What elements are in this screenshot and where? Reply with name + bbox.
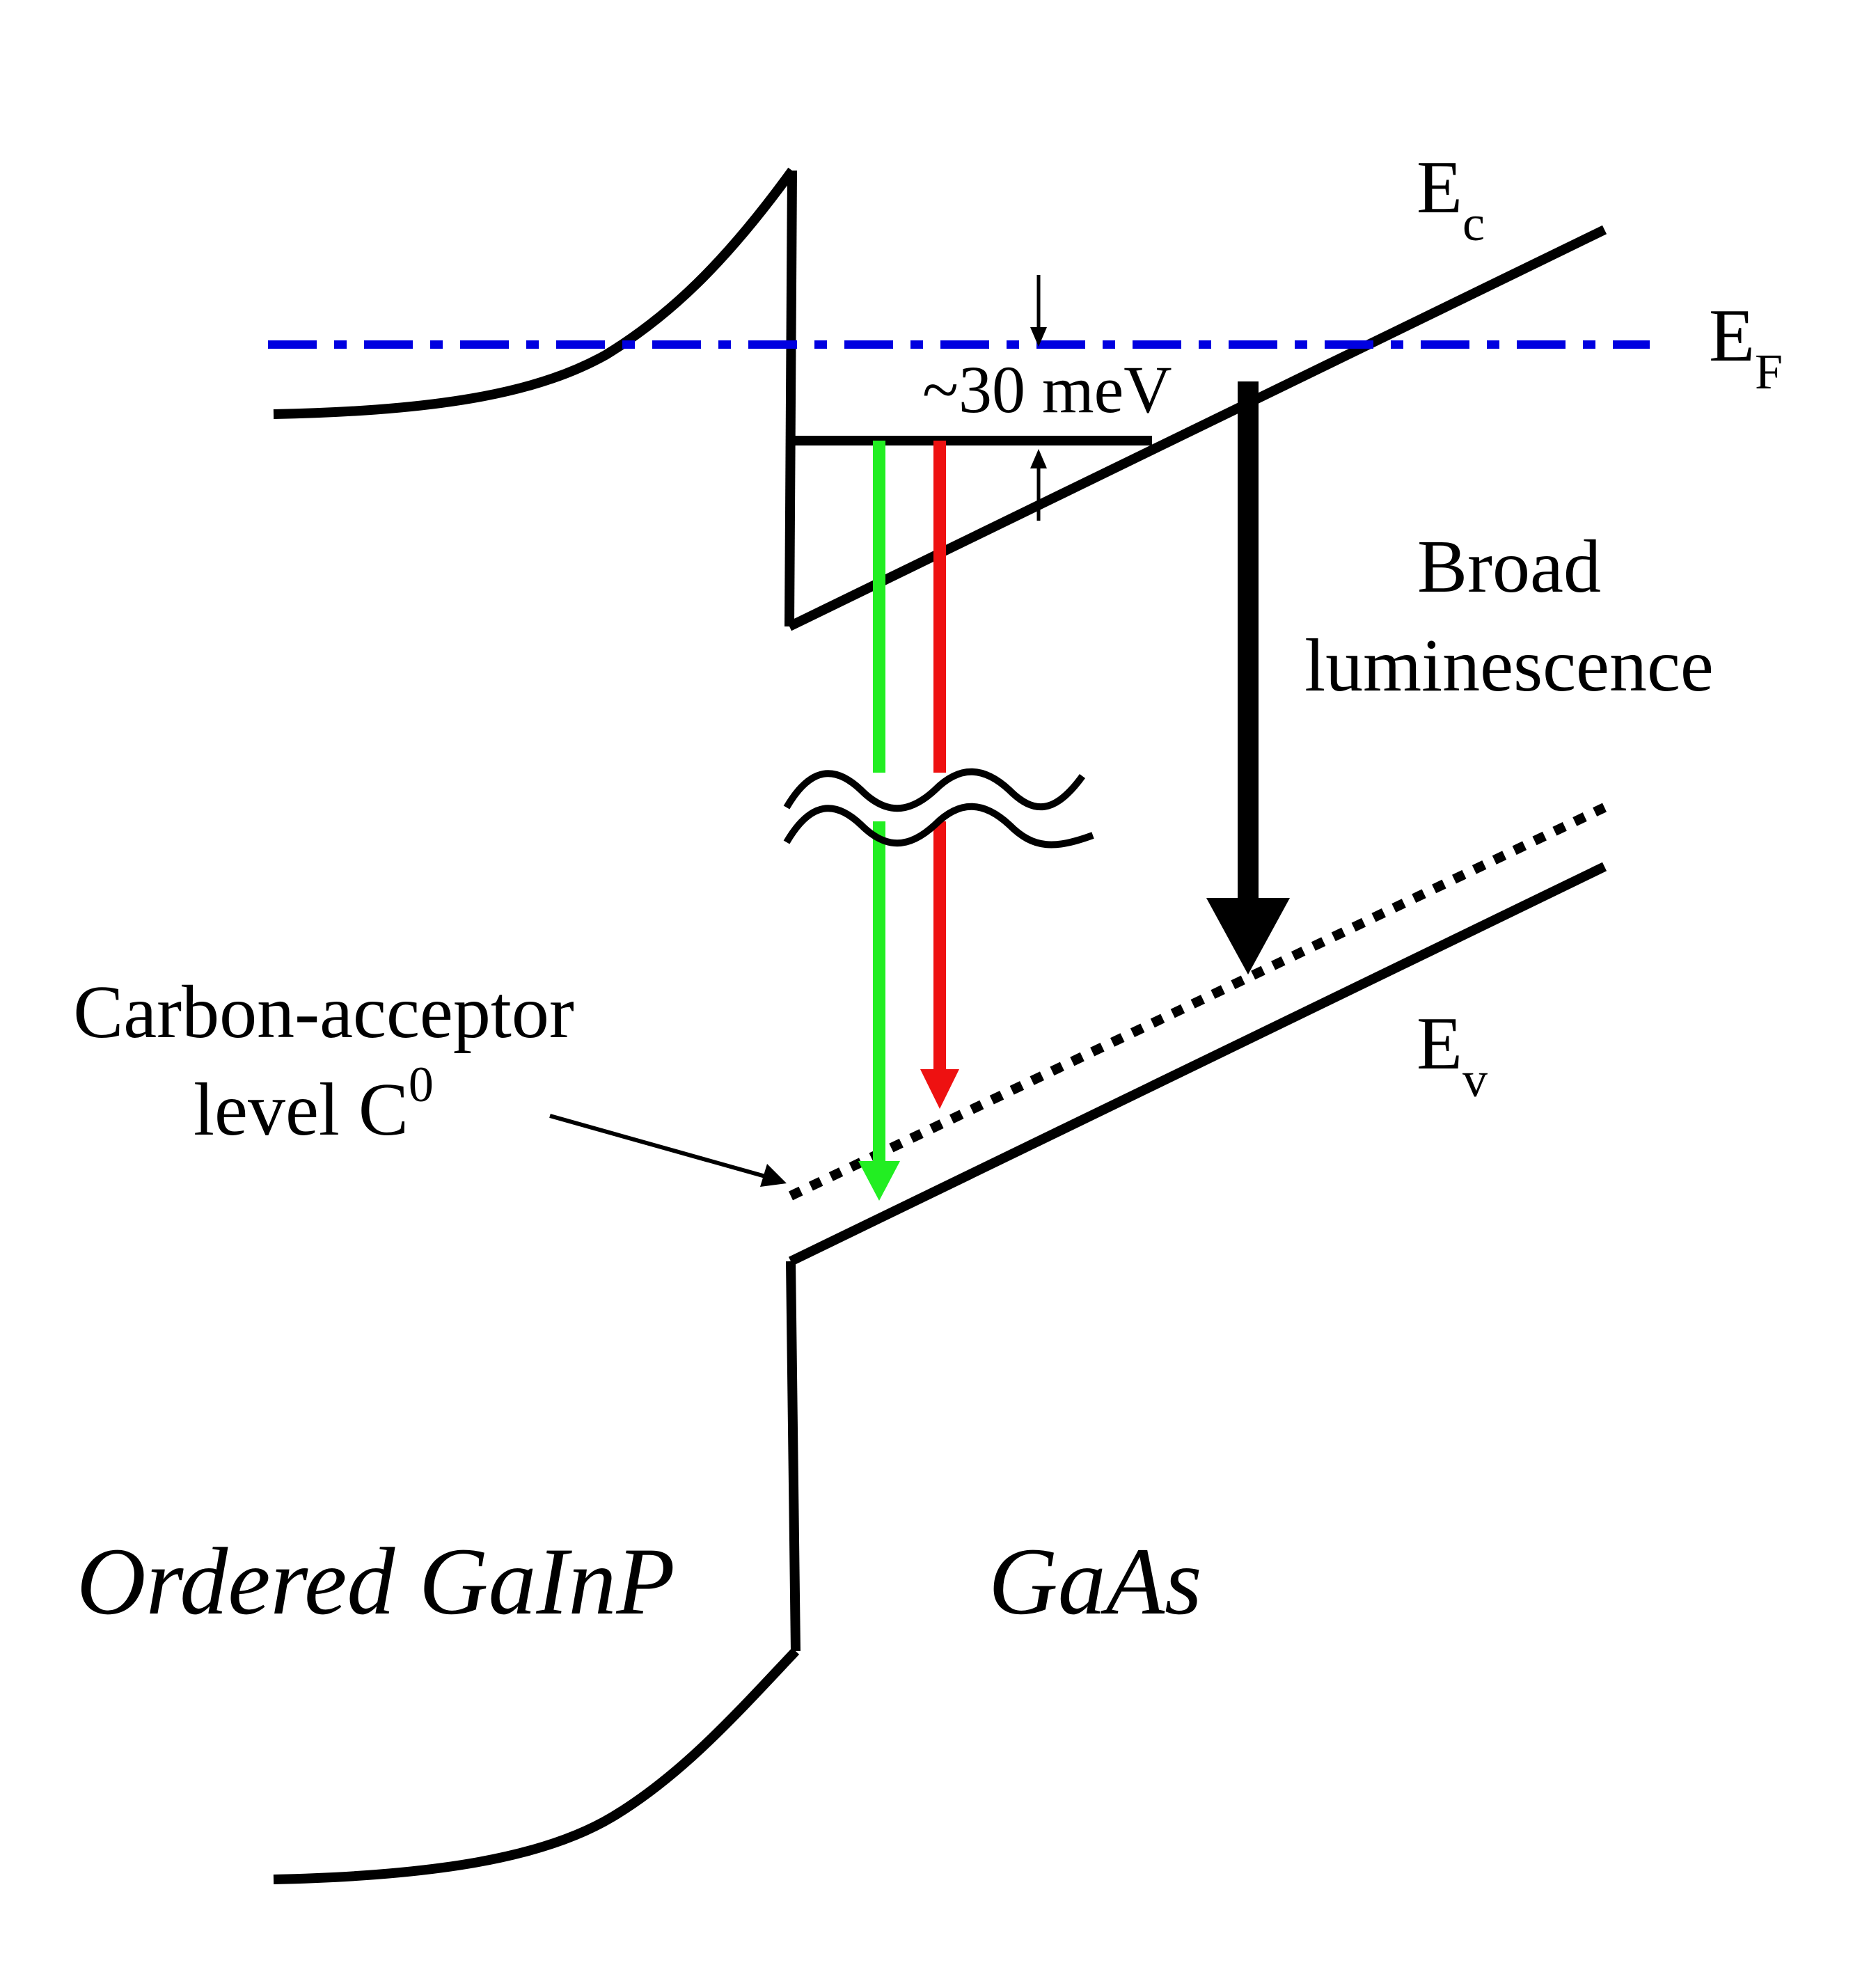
wavy-break-symbol (783, 768, 1094, 849)
offset-arrow-up (1030, 449, 1047, 521)
conduction-band-gainp (273, 167, 796, 419)
conduction-band-spike (784, 170, 797, 627)
carbon-label-line2: level C0 (194, 1057, 434, 1151)
offset-arrow-down (1030, 275, 1047, 347)
ef-label: EF (1709, 294, 1783, 400)
valence-band-gainp (273, 1648, 800, 1884)
carbon-label-line1: Carbon-acceptor (73, 971, 574, 1054)
offset-label: ~30 meV (922, 352, 1172, 427)
ev-label: Ev (1417, 1002, 1488, 1107)
broad-luminescence-arrow (1206, 381, 1290, 975)
broad-label-line1: Broad (1417, 526, 1601, 608)
valence-band-gaas (788, 862, 1607, 1266)
broad-label-line2: luminescence (1304, 624, 1714, 707)
ec-label: Ec (1417, 146, 1485, 251)
carbon-acceptor-level (788, 803, 1607, 1201)
carbon-level-pointer (549, 1114, 787, 1187)
red-transition-arrow (920, 441, 959, 1109)
conduction-band-gaas (787, 225, 1607, 631)
region-label-gaas: GaAs (988, 1528, 1202, 1634)
valence-band-offset (786, 1261, 801, 1652)
region-label-gainp: Ordered GaInP (77, 1528, 675, 1634)
